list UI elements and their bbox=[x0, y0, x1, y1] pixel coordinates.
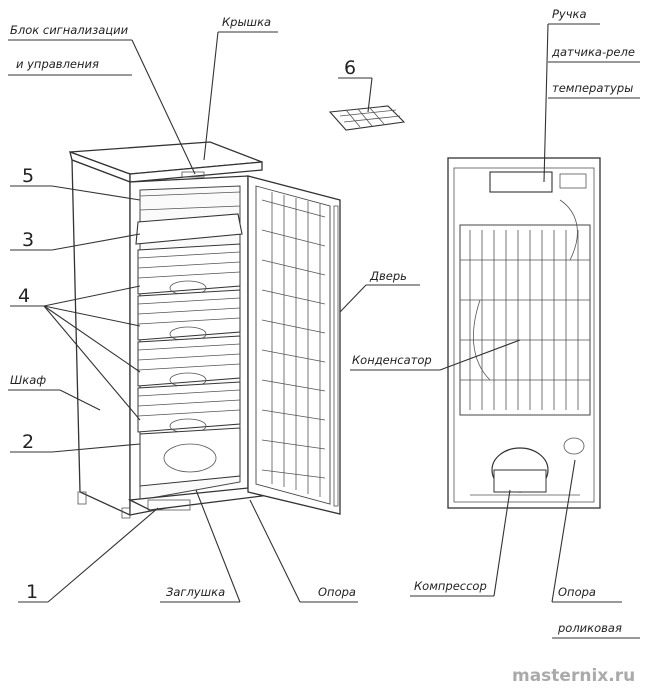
label-handle-line3: температуры bbox=[552, 81, 633, 95]
item-3-flap bbox=[135, 213, 243, 245]
item-2-bottom-container bbox=[139, 427, 241, 487]
number-1: 1 bbox=[26, 581, 38, 603]
label-block-line2: и управления bbox=[16, 57, 99, 71]
label-condenser: Конденсатор bbox=[352, 353, 432, 367]
compressor-unit bbox=[470, 437, 585, 496]
item-1-base bbox=[147, 499, 191, 511]
text-labels: Блок сигнализации и управления Крышка Ру… bbox=[10, 7, 635, 686]
condenser-coil bbox=[459, 199, 591, 416]
door-open bbox=[247, 175, 341, 515]
number-2: 2 bbox=[22, 431, 34, 453]
label-cabinet: Шкаф bbox=[10, 373, 46, 387]
thermostat-relay bbox=[489, 171, 553, 193]
label-roller-support-line1: Опора bbox=[558, 585, 596, 599]
leader-lines bbox=[8, 23, 640, 639]
label-plug: Заглушка bbox=[166, 585, 225, 599]
item-5-top-flap bbox=[139, 191, 241, 211]
item-4-baskets bbox=[137, 243, 241, 434]
freezer-front-view bbox=[69, 141, 341, 519]
number-3: 3 bbox=[22, 229, 34, 251]
control-block bbox=[181, 171, 205, 178]
label-door: Дверь bbox=[369, 269, 407, 283]
number-4: 4 bbox=[18, 285, 30, 307]
label-handle-line1: Ручка bbox=[552, 7, 587, 21]
number-6: 6 bbox=[344, 57, 356, 79]
label-handle-line2: датчика-реле bbox=[551, 45, 635, 59]
number-5: 5 bbox=[22, 165, 34, 187]
label-block-line1: Блок сигнализации bbox=[10, 23, 129, 37]
cabinet-side bbox=[71, 159, 131, 517]
label-lid: Крышка bbox=[222, 15, 271, 29]
item-6-ice-tray bbox=[328, 105, 406, 131]
freezer-back-view bbox=[447, 157, 601, 509]
watermark: masternix.ru bbox=[512, 666, 635, 686]
label-roller-support-line2: роликовая bbox=[557, 621, 622, 635]
label-compressor: Компрессор bbox=[414, 579, 487, 593]
label-support: Опора bbox=[318, 585, 356, 599]
